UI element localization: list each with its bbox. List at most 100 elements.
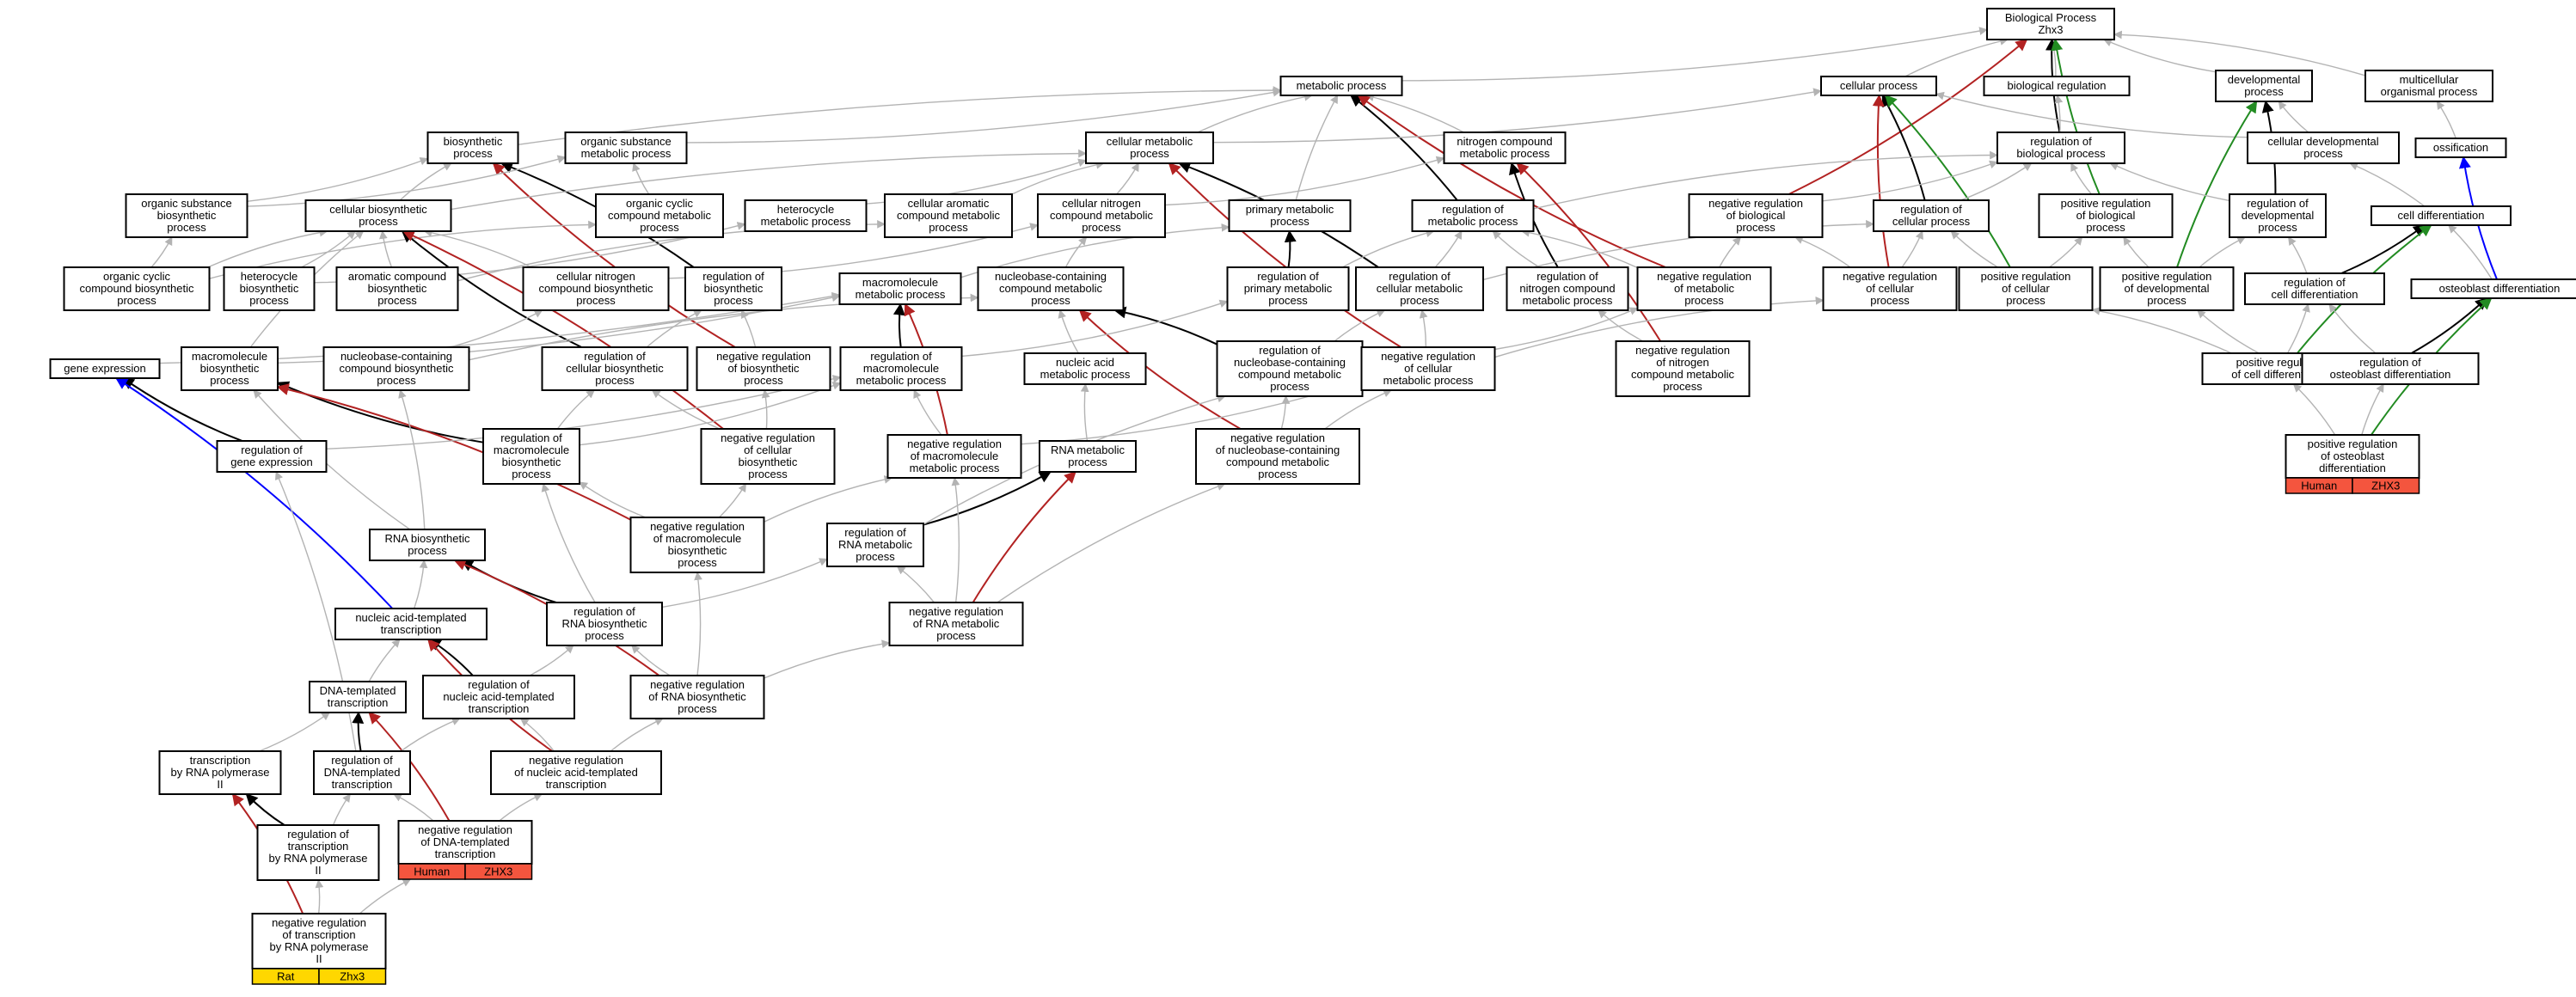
- edge-cmp-to-cp: [1212, 88, 1822, 144]
- node-label-line: of cellular: [2002, 282, 2050, 295]
- node-cdiff[interactable]: cell differentiation: [2371, 205, 2512, 226]
- edge-nrbiop-to-bio: [492, 162, 736, 348]
- edge-rmmp-to-rpmp: [961, 299, 1229, 358]
- edge-nrrnamp-to-rrnamp: [896, 566, 935, 603]
- edge-nrmbp-to-nrmmp: [764, 475, 893, 523]
- node-label-line: of macromolecule: [653, 532, 742, 545]
- node-nrtrp2-tag-rat: [318, 968, 387, 985]
- node-rnbcmp[interactable]: regulation ofnucleobase-containingcompou…: [1216, 340, 1364, 397]
- node-label-line: cellular biosynthetic: [329, 203, 427, 216]
- node-obd[interactable]: osteoblast differentiation: [2410, 278, 2576, 299]
- edge-rdtt-to-rnatt: [400, 717, 461, 752]
- edge-nrmp-to-nrbp: [1718, 236, 1742, 268]
- node-label-line: regulation of: [702, 270, 764, 283]
- node-label-line: process: [576, 294, 616, 307]
- node-label-line: transcription: [469, 702, 530, 715]
- node-label-line: heterocycle: [241, 270, 297, 283]
- node-label-line: metabolic process: [1383, 374, 1474, 387]
- node-cp[interactable]: cellular process: [1820, 76, 1937, 96]
- node-label-line: developmental: [2228, 73, 2301, 86]
- node-oss[interactable]: ossification: [2414, 138, 2507, 158]
- node-label-line: process: [2147, 294, 2187, 307]
- node-mp[interactable]: metabolic process: [1279, 76, 1403, 96]
- node-nrdtt-tag-human: [464, 863, 533, 880]
- node-nrbp-box: [1688, 193, 1824, 238]
- node-breg[interactable]: biological regulation: [1983, 76, 2131, 96]
- edge-oss-to-multi: [2436, 101, 2456, 139]
- node-rpmp-box: [1226, 266, 1350, 311]
- node-rmbp[interactable]: regulation ofmacromoleculebiosyntheticpr…: [482, 428, 580, 485]
- node-ge[interactable]: gene expression: [49, 358, 161, 379]
- node-nbcmp-box: [977, 266, 1125, 311]
- node-label-line: process: [249, 294, 289, 307]
- edge-prod-to-robd: [2361, 383, 2384, 436]
